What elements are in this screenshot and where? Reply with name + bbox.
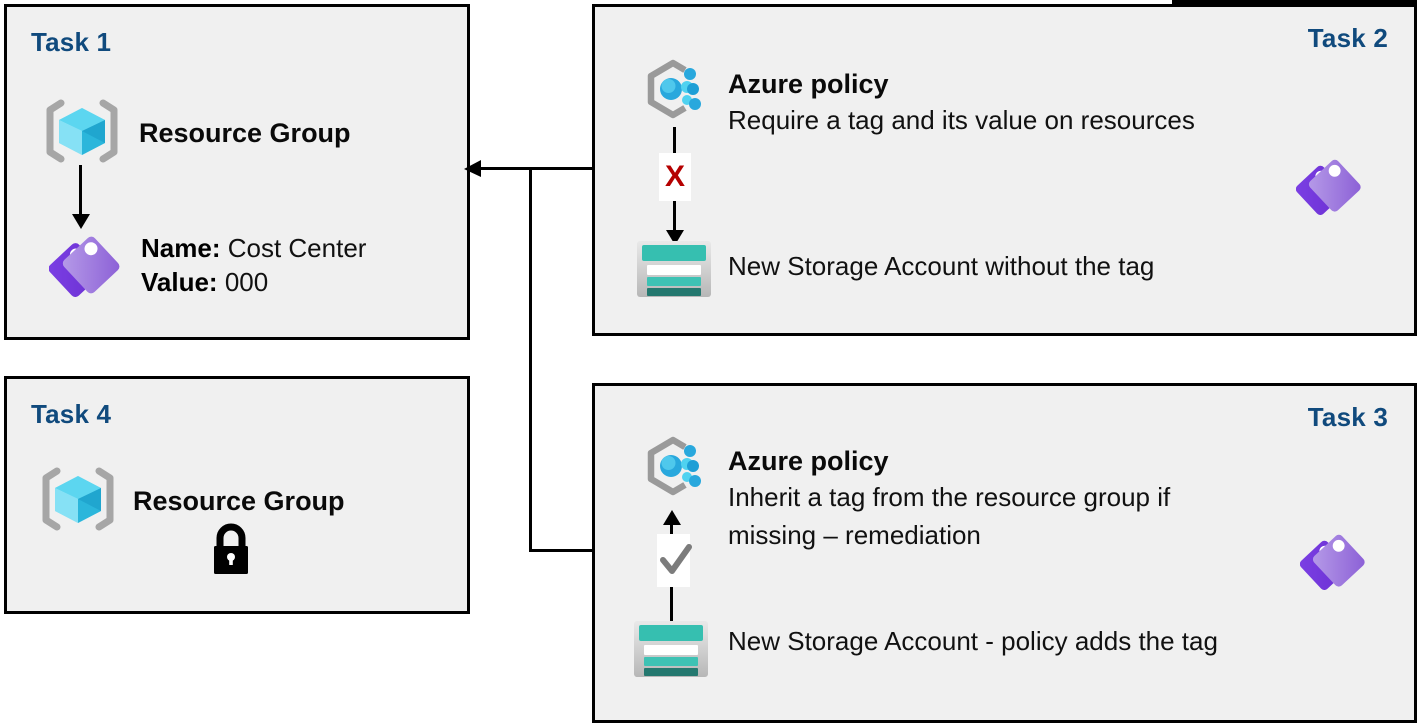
task-2-policy-title: Azure policy	[728, 69, 889, 99]
resource-group-icon	[41, 467, 115, 536]
task-1-tag-value-line: Value: 000	[141, 267, 268, 297]
task-2-result-text: New Storage Account without the tag	[728, 251, 1155, 281]
task-3-policy-desc-line1: Inherit a tag from the resource group if	[728, 482, 1171, 512]
task-1-resource-group-label: Resource Group	[139, 118, 351, 148]
panel-top-border-gap	[1128, 0, 1172, 4]
task-3-label: Task 3	[1307, 402, 1388, 432]
connector-riser	[529, 167, 532, 552]
task-1-tag-row: Name: Cost Center Value: 000	[48, 227, 366, 302]
task-1-resource-group-row: Resource Group	[45, 99, 351, 168]
task-3-result-text: New Storage Account - policy adds the ta…	[728, 626, 1218, 656]
connector-task3-to-riser	[529, 549, 595, 552]
task-1-tag-details: Name: Cost Center Value: 000	[141, 231, 366, 299]
task-1-label: Task 1	[31, 27, 112, 57]
task-4-resource-group-row: Resource Group	[41, 467, 345, 536]
task-4-label: Task 4	[31, 399, 112, 429]
azure-policy-icon	[637, 434, 717, 515]
arrow-left-icon	[464, 160, 481, 177]
task-2-label: Task 2	[1307, 23, 1388, 53]
task-1-tag-name-line: Name: Cost Center	[141, 233, 366, 263]
cross-icon: X	[665, 160, 686, 193]
task-3-policy-desc-line2: missing – remediation	[728, 520, 981, 550]
lock-icon	[207, 521, 255, 582]
arrow-down-icon	[72, 214, 90, 229]
connector-task2-to-task1	[476, 167, 594, 170]
task-2-panel: Task 2 X	[592, 4, 1417, 336]
storage-account-icon	[631, 618, 711, 685]
task-3-policy-title: Azure policy	[728, 446, 889, 476]
task-1-tag-name-label: Name:	[141, 232, 221, 263]
resource-group-icon	[45, 99, 119, 168]
task-1-arrow-shaft	[79, 165, 82, 219]
tag-icon	[1299, 526, 1370, 595]
storage-account-icon	[634, 238, 714, 305]
task-1-tag-value-value: 000	[224, 266, 269, 297]
task-4-resource-group-label: Resource Group	[133, 486, 345, 516]
tag-icon	[1295, 151, 1366, 220]
task-2-gate-plate	[659, 153, 691, 201]
panel-top-border-step	[1172, 0, 1417, 4]
tag-icon	[48, 227, 125, 302]
task-4-panel: Task 4 Resource Group	[4, 376, 470, 614]
task-3-panel: Task 3	[592, 383, 1417, 723]
arrow-up-icon	[663, 510, 681, 525]
task-1-panel: Task 1 Resource Group	[4, 4, 470, 340]
azure-policy-icon	[637, 57, 717, 138]
task-2-policy-desc: Require a tag and its value on resources	[728, 105, 1195, 135]
task-1-tag-value-label: Value:	[141, 266, 218, 297]
task-1-tag-name-value: Cost Center	[227, 232, 367, 263]
check-icon	[660, 544, 692, 574]
arrow-down-icon	[666, 230, 684, 245]
